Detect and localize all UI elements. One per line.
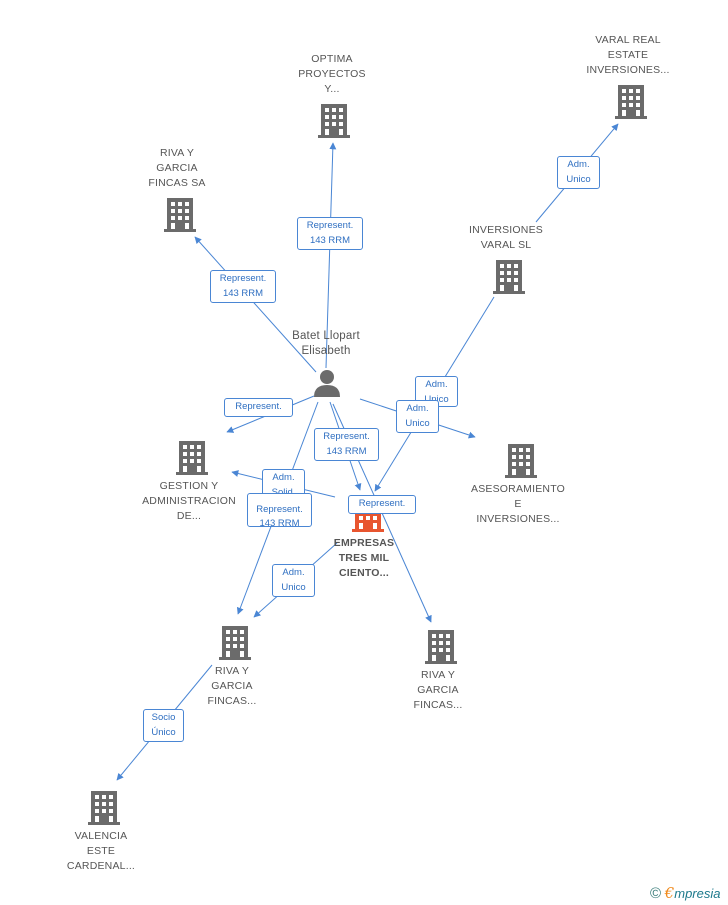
edge-label-adm-unico[interactable]: Adm. Unico bbox=[396, 400, 439, 433]
building-icon[interactable] bbox=[88, 791, 120, 825]
edge-label-socio-unico[interactable]: Socio Único bbox=[143, 709, 184, 742]
edge-label-adm-unico[interactable]: Adm. Unico bbox=[272, 564, 315, 597]
company-label-valencia[interactable]: VALENCIA ESTE CARDENAL... bbox=[66, 830, 136, 872]
brand-logo: © €mpresia bbox=[650, 884, 720, 902]
edge-person-riva-sa bbox=[194, 236, 317, 373]
building-icon[interactable] bbox=[425, 630, 457, 664]
edge-label-adm-unico[interactable]: Adm. Unico bbox=[557, 156, 600, 189]
company-label-inversiones-varal[interactable]: INVERSIONES VARAL SL bbox=[469, 224, 543, 251]
edge-label-represent[interactable]: Represent. 143 RRM bbox=[247, 493, 312, 527]
building-icon[interactable] bbox=[505, 444, 537, 478]
edge-label-represent[interactable]: Represent. bbox=[348, 495, 416, 514]
building-icon[interactable] bbox=[176, 441, 208, 475]
building-icon[interactable] bbox=[615, 85, 647, 119]
person-label[interactable]: Batet Llopart Elisabeth bbox=[292, 330, 360, 357]
edge-person-optima bbox=[325, 142, 337, 369]
building-icon[interactable] bbox=[318, 104, 350, 138]
edge-label-represent[interactable]: Represent. bbox=[224, 398, 293, 417]
building-icon[interactable] bbox=[493, 260, 525, 294]
copyright-icon: © bbox=[650, 885, 662, 902]
company-label-gestion[interactable]: GESTION Y ADMINISTRACION DE... bbox=[142, 480, 236, 522]
person-icon[interactable] bbox=[314, 370, 340, 397]
company-label-riva-3[interactable]: RIVA Y GARCIA FINCAS... bbox=[413, 669, 463, 711]
company-label-empresas[interactable]: EMPRESAS TRES MIL CIENTO... bbox=[333, 537, 395, 579]
brand-e: € bbox=[664, 884, 675, 902]
company-label-riva-2[interactable]: RIVA Y GARCIA FINCAS... bbox=[207, 665, 257, 707]
edge-label-represent[interactable]: Represent. 143 RRM bbox=[297, 217, 363, 250]
company-label-riva-sa[interactable]: RIVA Y GARCIA FINCAS SA bbox=[148, 147, 206, 189]
building-icon[interactable] bbox=[219, 626, 251, 660]
edge-label-represent[interactable]: Represent. 143 RRM bbox=[210, 270, 276, 303]
edge-label-represent[interactable]: Represent. 143 RRM bbox=[314, 428, 379, 461]
company-label-asesoramiento[interactable]: ASESORAMIENTO E INVERSIONES... bbox=[470, 483, 565, 525]
company-label-varal-real[interactable]: VARAL REAL ESTATE INVERSIONES... bbox=[586, 34, 670, 76]
brand-name: mpresia bbox=[674, 886, 721, 901]
company-label-optima[interactable]: OPTIMA PROYECTOS Y... bbox=[298, 53, 366, 95]
building-icon[interactable] bbox=[164, 198, 196, 232]
